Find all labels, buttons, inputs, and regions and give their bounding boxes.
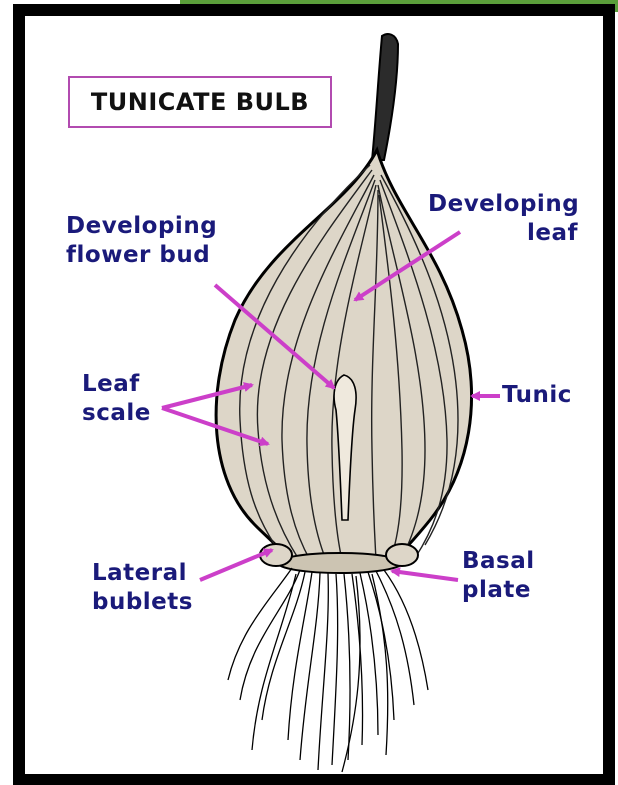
label-developing-leaf: Developing leaf <box>428 190 578 248</box>
label-line: bublets <box>92 588 193 617</box>
label-tunic: Tunic <box>502 381 572 410</box>
label-line: Basal <box>462 547 535 576</box>
label-lateral-bublets: Lateral bublets <box>92 559 193 617</box>
label-developing-flower-bud: Developing flower bud <box>66 212 217 270</box>
label-line: Tunic <box>502 381 572 410</box>
lateral-bublet-right <box>386 544 418 566</box>
label-leaf-scale: Leaf scale <box>82 370 151 428</box>
basal-plate <box>278 553 402 573</box>
diagram-title: TUNICATE BULB <box>91 88 309 116</box>
label-line: Developing <box>66 212 217 241</box>
label-line: plate <box>462 576 535 605</box>
title-box: TUNICATE BULB <box>68 76 332 128</box>
label-line: leaf <box>428 219 578 248</box>
label-basal-plate: Basal plate <box>462 547 535 605</box>
label-line: Leaf <box>82 370 151 399</box>
label-line: Lateral <box>92 559 193 588</box>
label-line: Developing <box>428 190 578 219</box>
label-line: scale <box>82 399 151 428</box>
label-line: flower bud <box>66 241 217 270</box>
